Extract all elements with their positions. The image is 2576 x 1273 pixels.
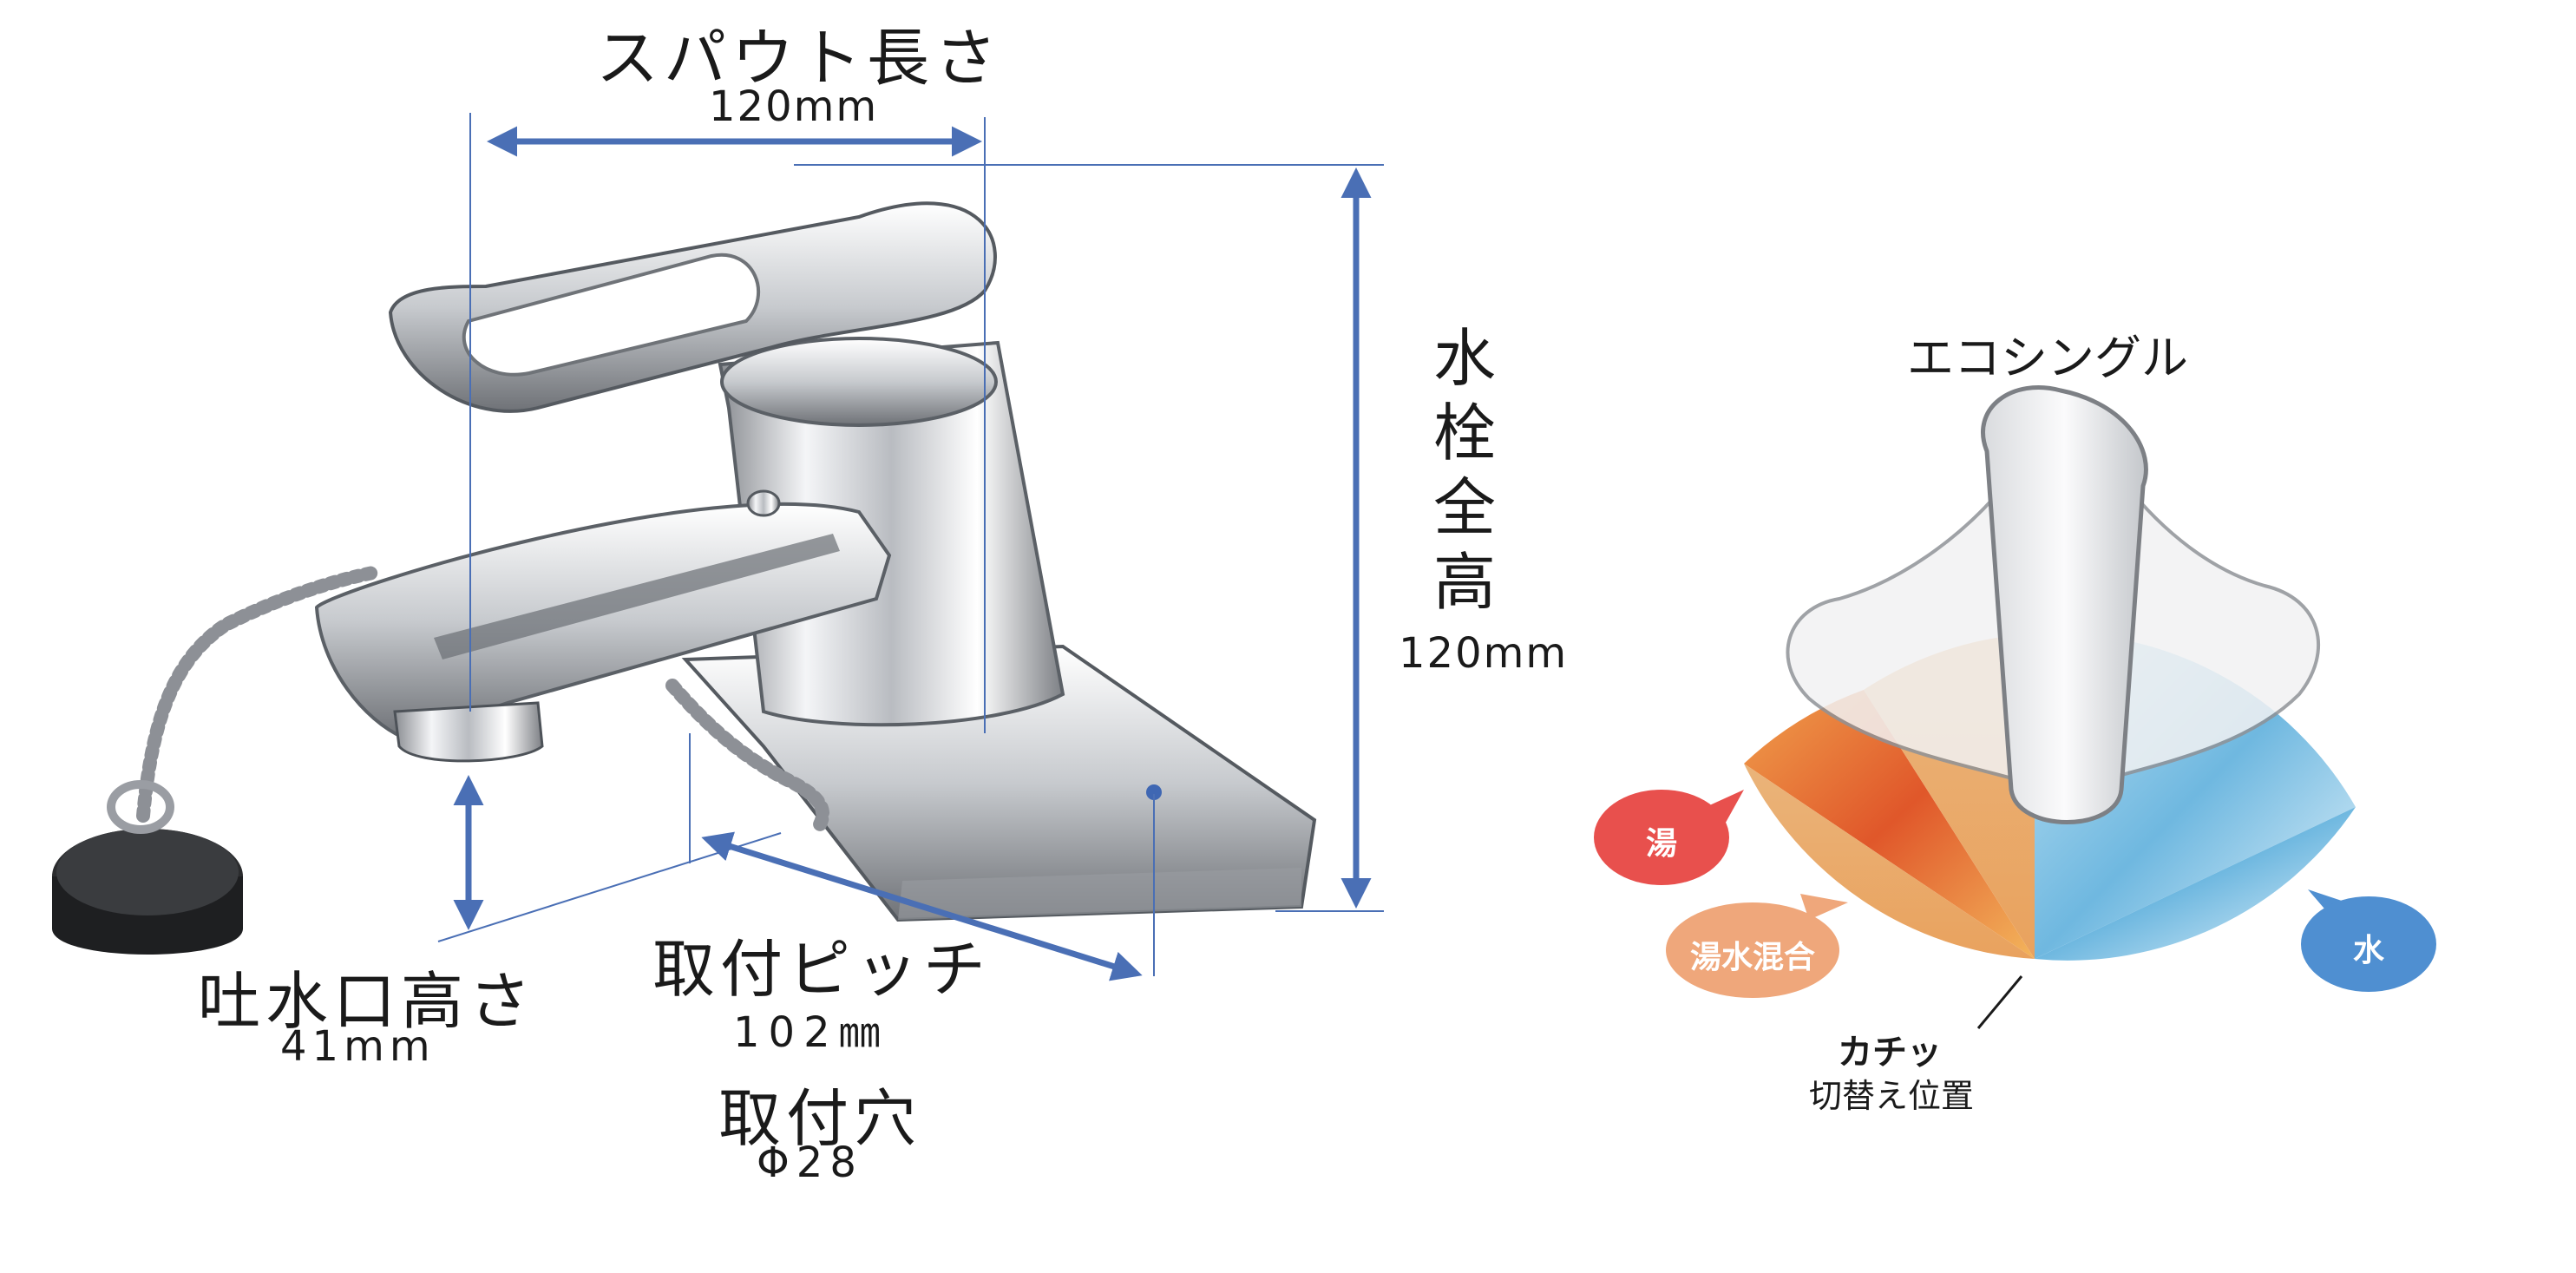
faucet-cap-ring xyxy=(720,337,998,427)
outlet-height-value: 41mm xyxy=(280,1022,436,1071)
eco-single-title: エコシングル xyxy=(1907,331,2188,385)
lever-ghost-left xyxy=(1786,481,2024,784)
faucet-body xyxy=(718,340,1065,727)
mounting-hole-label: 取付穴 xyxy=(718,1082,922,1155)
mounting-pitch-label: 取付ピッチ xyxy=(652,933,992,1006)
hot-bubble xyxy=(1594,790,1744,885)
total-height-label: 水 栓 全 高 xyxy=(1426,321,1504,620)
lever-center xyxy=(1981,385,2148,824)
mixed-zone-label: 湯水混合 xyxy=(1689,940,1815,975)
mounting-hole-marker xyxy=(1146,784,1162,800)
outlet-height-label: 吐水口高さ xyxy=(198,965,537,1038)
spout-length-value: 120mm xyxy=(709,82,879,131)
lever-ghost-right xyxy=(2097,468,2321,784)
stopper-chain xyxy=(136,566,380,823)
spout-length-label: スパウト長さ xyxy=(596,22,1003,95)
hot-zone xyxy=(1744,690,2035,959)
hot-zone-label: 湯 xyxy=(1645,826,1677,862)
mixed-zone-lower xyxy=(1744,764,2035,959)
eco-single-diagram xyxy=(1594,385,2436,1029)
total-height-value: 120mm xyxy=(1399,629,1569,678)
total-height-char-4: 高 xyxy=(1432,546,1496,619)
mounting-pitch-arrow xyxy=(701,831,1143,981)
faucet-outlet-nozzle xyxy=(393,701,544,763)
cold-bubble xyxy=(2301,889,2436,992)
click-subtitle: 切替え位置 xyxy=(1809,1077,1975,1115)
total-height-char-1: 水 xyxy=(1432,322,1496,395)
total-height-char-3: 全 xyxy=(1432,471,1496,544)
mixed-bubble xyxy=(1666,894,1848,998)
cold-zone-label: 水 xyxy=(2352,933,2384,968)
dimension-lines xyxy=(437,113,1384,981)
click-title: カチッ xyxy=(1838,1033,1942,1073)
total-height-char-2: 栓 xyxy=(1432,397,1496,469)
mounting-pitch-value: 102㎜ xyxy=(733,1008,889,1057)
drain-stopper xyxy=(52,780,243,955)
faucet-illustration xyxy=(52,201,1317,955)
mounting-hole-value: Φ28 xyxy=(757,1138,863,1187)
click-pointer-line xyxy=(1976,975,2023,1029)
